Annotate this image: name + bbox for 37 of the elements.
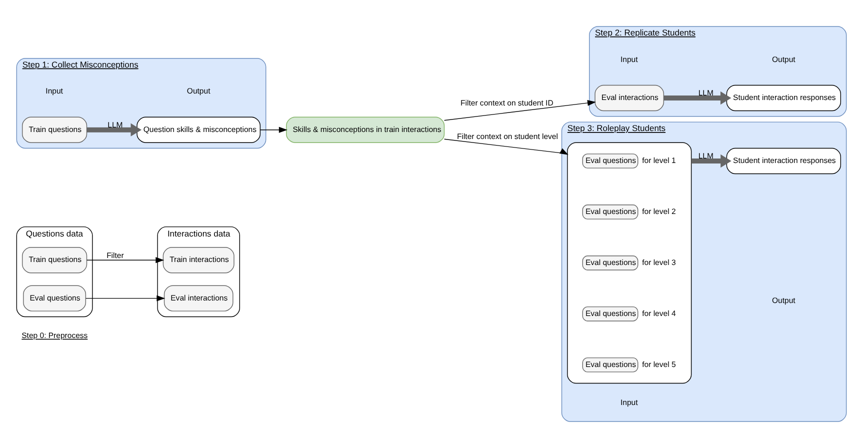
node-box: Student interaction responses <box>726 84 842 111</box>
label: Step 0: Preprocess <box>22 330 88 340</box>
arrow <box>664 90 732 104</box>
arrow <box>691 154 732 168</box>
node-label: for level 1 <box>642 155 676 164</box>
arrow <box>86 294 166 301</box>
edge-label: LLM <box>698 88 714 98</box>
node-box: Train interactions <box>162 246 234 273</box>
edge-label: Filter <box>106 250 124 260</box>
node-box: Student interaction responses <box>726 147 842 174</box>
node-box: Skills & misconceptions in train interactions <box>286 116 445 142</box>
node-box: Eval questions <box>23 284 86 311</box>
edge-label: LLM <box>108 120 123 130</box>
label: Output <box>772 296 796 305</box>
node-box: Eval interactions <box>164 284 234 311</box>
label: Input <box>620 54 638 64</box>
arrow <box>260 126 288 132</box>
arrow <box>444 100 596 120</box>
edge-label: Filter context on student level <box>456 131 558 140</box>
label: Output <box>772 54 796 64</box>
label: Input <box>620 398 638 407</box>
label: Input <box>46 86 63 96</box>
label: Output <box>186 86 210 96</box>
node-box: Question skills & misconceptions <box>136 116 261 142</box>
node-label: for level 5 <box>642 359 676 368</box>
edge-label: LLM <box>698 151 714 160</box>
node-box: Train questions <box>22 116 88 142</box>
arrow <box>86 256 164 263</box>
arrow <box>86 122 142 136</box>
cluster <box>567 142 692 384</box>
edge-label: Filter context on student ID <box>460 98 554 108</box>
node-label: for level 3 <box>642 257 676 266</box>
node-box: Eval interactions <box>594 84 664 111</box>
node-label: for level 2 <box>642 206 676 216</box>
arrow <box>444 138 568 154</box>
node-box: Train questions <box>22 246 88 273</box>
node-label: for level 4 <box>642 308 676 318</box>
